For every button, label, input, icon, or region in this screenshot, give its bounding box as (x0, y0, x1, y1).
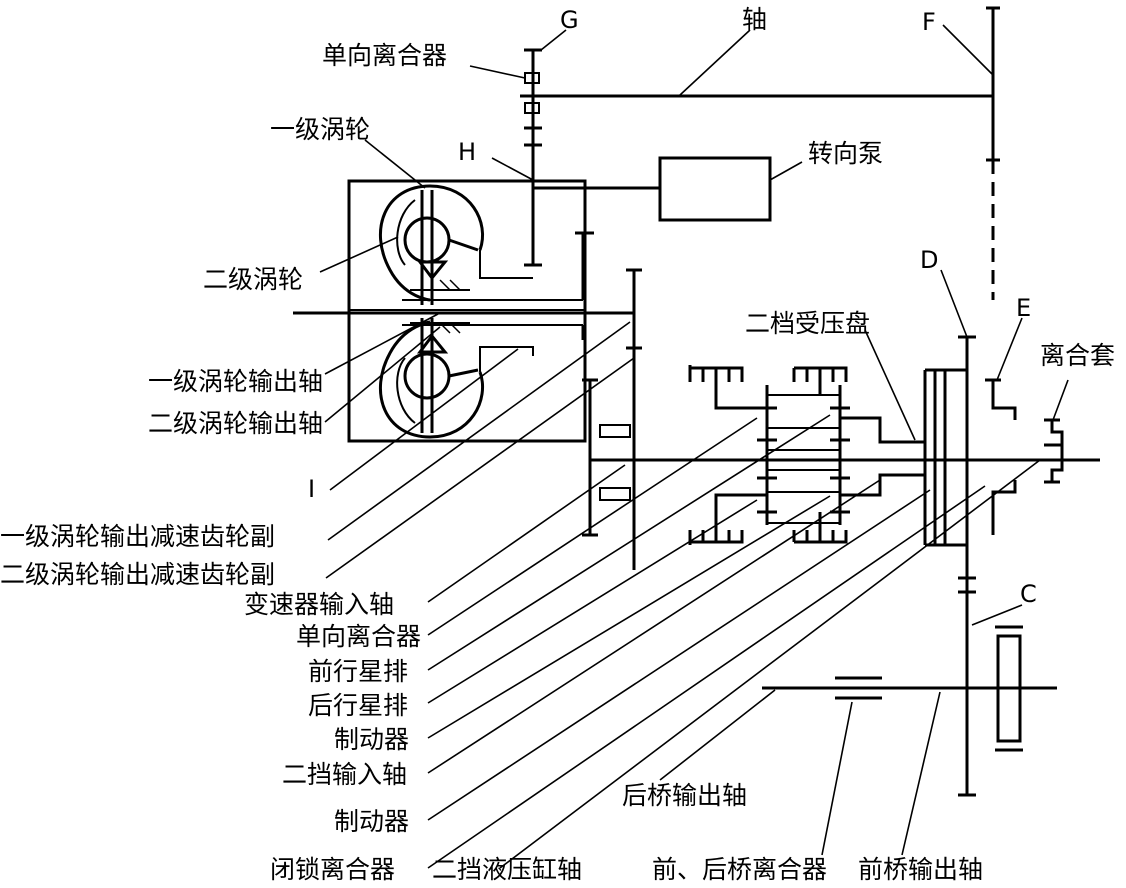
label-second-turbine-output-shaft: 二级涡轮输出轴 (148, 409, 323, 438)
label-clutch-sleeve: 离合套 (1040, 341, 1115, 370)
label-one-way-clutch-top: 单向离合器 (322, 41, 447, 70)
label-f: F (922, 8, 936, 36)
label-second-gear-pressure-plate: 二档受压盘 (745, 309, 870, 338)
planetary-gearsets (688, 365, 925, 545)
label-d: D (920, 246, 938, 274)
label-one-way-clutch: 单向离合器 (296, 622, 421, 651)
label-e: E (1016, 294, 1031, 322)
torque-converter (347, 179, 587, 443)
label-g: G (560, 6, 579, 34)
label-front-axle-output-shaft: 前桥输出轴 (858, 855, 983, 884)
label-i: I (308, 475, 315, 503)
label-second-gear-cylinder-shaft: 二挡液压缸轴 (432, 855, 582, 884)
label-front-planetary: 前行星排 (308, 657, 408, 686)
lockup-clutch-and-output (762, 335, 1064, 797)
label-rear-planetary: 后行星排 (308, 691, 408, 720)
label-front-rear-axle-clutch: 前、后桥离合器 (652, 855, 827, 884)
label-first-turbine-output-shaft: 一级涡轮输出轴 (148, 367, 323, 396)
label-brake-2: 制动器 (334, 807, 409, 836)
leader-lines (319, 24, 1069, 869)
label-second-turbine-reduction-gear: 二级涡轮输出减速齿轮副 (0, 560, 275, 589)
label-first-turbine-reduction-gear: 一级涡轮输出减速齿轮副 (0, 522, 275, 551)
label-rear-axle-output-shaft: 后桥输出轴 (622, 781, 747, 810)
label-brake-1: 制动器 (334, 725, 409, 754)
label-steering-pump: 转向泵 (808, 139, 883, 168)
label-h: H (458, 138, 476, 166)
label-first-turbine: 一级涡轮 (270, 115, 370, 144)
labels: 轴 G F 单向离合器 一级涡轮 H 转向泵 二级涡轮 D E 二档受压盘 离合… (0, 5, 1115, 884)
label-shaft: 轴 (742, 5, 767, 34)
label-lockup-clutch: 闭锁离合器 (270, 855, 395, 884)
label-c: C (1020, 580, 1037, 608)
input-shafts (293, 231, 1100, 570)
label-second-turbine: 二级涡轮 (203, 265, 303, 294)
label-second-gear-input-shaft: 二挡输入轴 (282, 760, 407, 789)
label-transmission-input-shaft: 变速器输入轴 (244, 590, 394, 619)
